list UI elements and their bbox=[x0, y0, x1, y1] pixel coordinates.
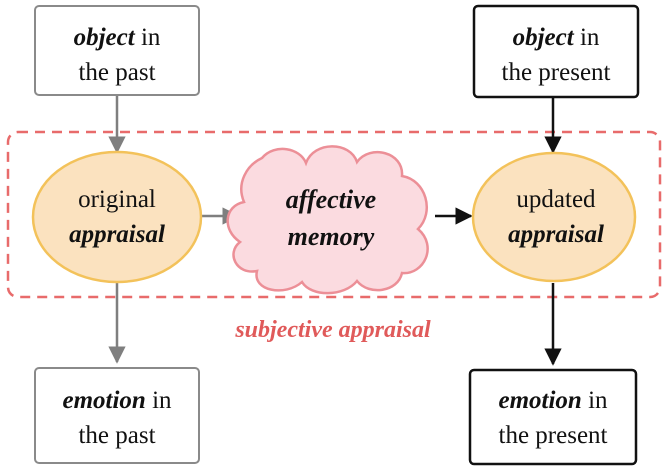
object-present-keyword: object bbox=[513, 24, 575, 51]
svg-text:emotion in: emotion in bbox=[62, 387, 172, 414]
affective-memory-line1: affective bbox=[286, 185, 376, 214]
emotion-present-keyword: emotion bbox=[498, 387, 581, 414]
emotion-past-line2: the past bbox=[78, 422, 155, 449]
object-past-keyword: object bbox=[74, 24, 136, 51]
affective-memory-cloud: affective memory bbox=[226, 145, 429, 295]
updated-appraisal-node: updated appraisal bbox=[471, 151, 637, 283]
emotion-past-box: emotion in the past bbox=[34, 367, 200, 464]
emotion-present-rest: in bbox=[582, 387, 608, 414]
original-appraisal-line2: appraisal bbox=[69, 221, 165, 248]
object-present-box: object in the present bbox=[472, 4, 640, 99]
emotion-present-box: emotion in the present bbox=[468, 368, 638, 466]
svg-text:object in: object in bbox=[513, 24, 600, 51]
subjective-appraisal-region bbox=[6, 130, 662, 299]
subjective-appraisal-label: subjective appraisal bbox=[234, 317, 431, 343]
object-past-line2: the past bbox=[78, 59, 155, 86]
emotion-past-rest: in bbox=[146, 387, 172, 414]
object-past-rest: in bbox=[135, 24, 161, 51]
emotion-present-line2: the present bbox=[499, 422, 608, 449]
svg-text:object in: object in bbox=[74, 24, 161, 51]
emotion-past-keyword: emotion bbox=[62, 387, 145, 414]
original-appraisal-node: original appraisal bbox=[31, 150, 203, 284]
svg-text:emotion in: emotion in bbox=[498, 387, 608, 414]
updated-appraisal-line1: updated bbox=[516, 186, 596, 213]
affective-memory-line2: memory bbox=[288, 222, 375, 251]
object-past-box: object in the past bbox=[34, 5, 200, 96]
updated-appraisal-line2: appraisal bbox=[508, 221, 604, 248]
original-appraisal-line1: original bbox=[78, 186, 156, 213]
object-present-rest: in bbox=[574, 24, 600, 51]
object-present-line2: the present bbox=[502, 59, 611, 86]
